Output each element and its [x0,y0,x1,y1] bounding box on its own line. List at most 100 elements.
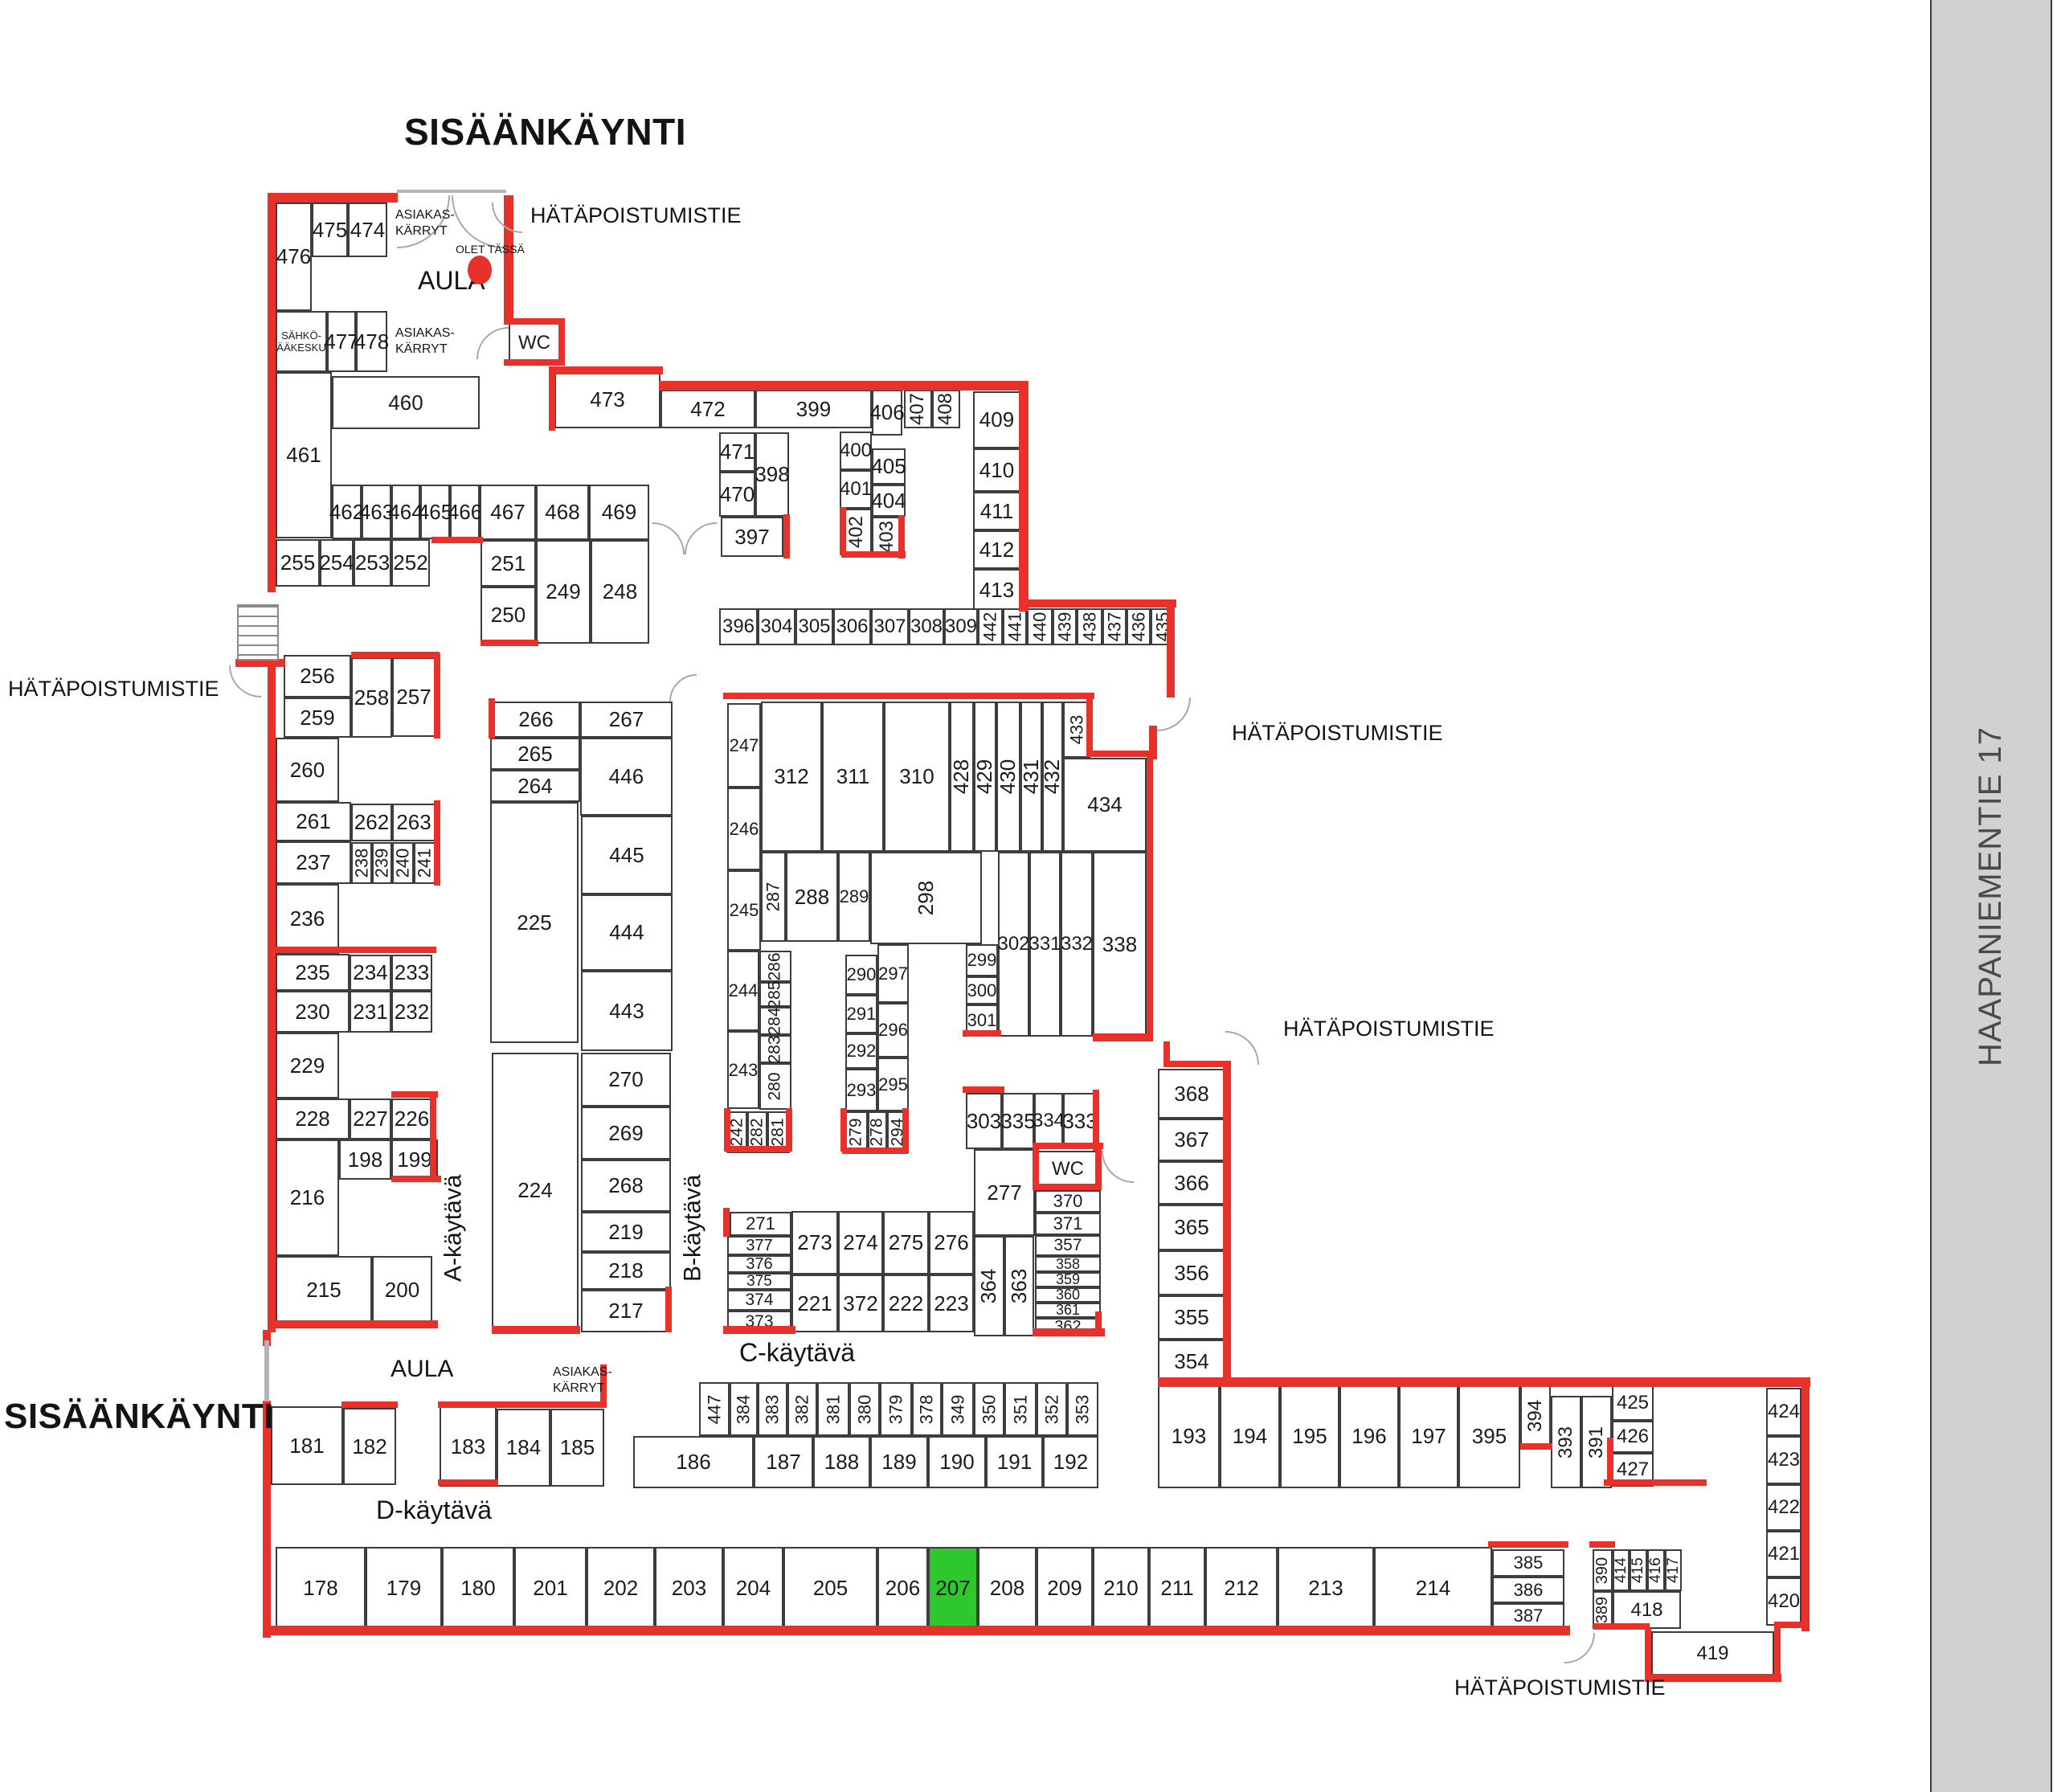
wall-segment [1645,1674,1781,1682]
room-182: 182 [343,1408,396,1485]
room-298: 298 [870,852,982,944]
room-218: 218 [581,1252,671,1290]
room-390: 390 [1593,1549,1613,1591]
door-arc-icon [652,522,685,554]
door-arc-icon [669,674,697,702]
room-255: 255 [276,539,320,587]
wall-segment [268,665,276,1332]
room-number-label: 350 [979,1394,999,1424]
room-293: 293 [845,1069,877,1111]
room-number-label: 211 [1160,1575,1194,1600]
room-number-label: 413 [979,577,1015,602]
room-number-label: 306 [836,616,869,637]
wall-segment [665,1287,672,1332]
room-number-label: 372 [843,1291,878,1315]
room-number-label: 290 [846,964,877,984]
room-461: 461 [276,372,332,538]
room-number-label: 192 [1053,1450,1089,1474]
room-number-label: 190 [939,1450,975,1474]
room-number-label: 260 [289,757,325,782]
room-374: 374 [727,1290,791,1311]
room-478: 478 [354,311,389,372]
room-number-label: 257 [396,685,431,709]
label-d-k-yt-v-: D-käytävä [376,1495,493,1524]
room-number-label: 446 [608,764,644,788]
room-number-label: 201 [533,1575,568,1600]
wall-segment [1593,1623,1650,1630]
room-471: 471 [719,432,755,472]
room-number-label: 441 [1004,612,1024,642]
room-331: 331 [1028,852,1061,1037]
label-text: B-käytävä [679,1174,706,1282]
wall-segment [1019,381,1028,612]
room-389: 389 [1593,1591,1613,1629]
room-number-label: 243 [728,1059,759,1080]
room-number-label: 475 [312,217,348,242]
room-413: 413 [973,569,1020,611]
room-number-label: 180 [460,1575,496,1600]
room-number-label: 198 [347,1147,383,1172]
room-number-label: 277 [987,1180,1022,1205]
room-number-label: 393 [1555,1426,1577,1459]
room-277: 277 [974,1149,1035,1236]
room-375: 375 [727,1273,791,1290]
room-198: 198 [339,1139,391,1180]
room-number-label: 436 [1128,612,1148,642]
wall-segment [1801,1377,1810,1631]
room-418: 418 [1613,1591,1681,1629]
room-number-label: 368 [1174,1081,1209,1106]
room-430: 430 [996,702,1020,852]
room-311: 311 [822,702,884,852]
room-number-label: 409 [979,407,1015,432]
room-number-label: 466 [447,499,483,524]
room-number-label: 357 [1053,1236,1082,1254]
room-289: 289 [838,852,870,942]
room-225: 225 [490,802,579,1043]
room-372: 372 [838,1274,883,1332]
room-number-label: 195 [1292,1424,1327,1448]
wall-segment [1086,751,1153,757]
room-number-label: 378 [916,1394,937,1424]
room-number-label: 380 [854,1394,874,1424]
room-number-label: 302 [997,933,1030,955]
room-number-label: 202 [603,1575,639,1600]
room-467: 467 [480,485,536,540]
room-300: 300 [966,976,998,1004]
room-number-label: 297 [878,963,908,984]
room-number-label: 415 [1630,1557,1647,1583]
room-number-label: 215 [306,1277,341,1302]
room-number-label: 420 [1767,1590,1801,1612]
room-number-label: 394 [1524,1399,1547,1432]
room-number-label: 433 [1066,714,1086,745]
wall-segment [263,1330,271,1346]
wall-segment [268,193,398,203]
room-338: 338 [1093,852,1147,1037]
wall-segment [1025,599,1176,608]
room-222: 222 [883,1274,929,1332]
door-arc-icon [1157,698,1191,731]
room-number-label: 401 [839,478,873,500]
room-number-label: 213 [1308,1575,1343,1600]
wall-segment [481,640,538,646]
room-number-label: 256 [300,664,335,688]
wall-segment [840,1108,847,1152]
room-number-label: 189 [881,1450,917,1474]
room-441: 441 [1003,608,1027,645]
room-number-label: 304 [760,616,793,637]
wall-segment [1086,693,1093,757]
room-number-label: 241 [414,848,435,878]
room-number-label: 296 [878,1020,908,1040]
room-227: 227 [350,1099,391,1139]
room-number-label: 445 [609,842,644,867]
room-232: 232 [391,991,432,1033]
room-number-label: 447 [704,1394,724,1424]
wall-segment [1059,693,1094,699]
street-sidebar: HAAPANIEMENTIE 17 [1930,0,2052,1792]
room-434: 434 [1063,758,1147,852]
wall-segment [783,514,790,558]
room-422: 422 [1766,1484,1801,1531]
room-288: 288 [786,852,838,942]
room-190: 190 [928,1436,986,1488]
room-number-label: 224 [517,1178,553,1202]
